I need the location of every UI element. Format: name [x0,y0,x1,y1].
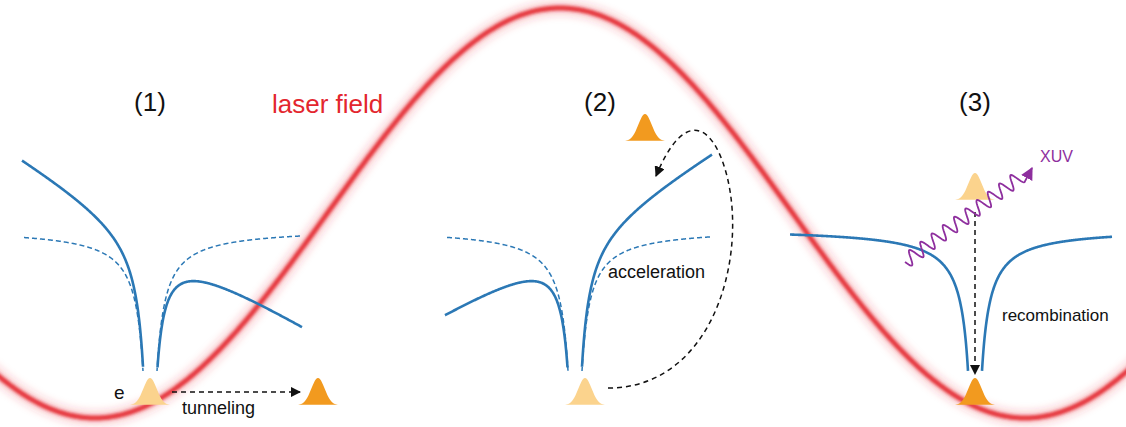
electron-wavepacket [564,378,606,405]
process-label: recombination [1002,306,1109,326]
atomic-potential [982,237,1112,371]
electron-wavepacket [954,173,996,200]
laser-field-halo [0,8,1126,418]
electron-wavepacket [954,378,996,405]
atomic-potential [22,161,143,367]
atomic-potential [158,281,303,367]
atomic-potential [445,281,568,367]
step-number: (3) [959,88,991,118]
process-label: tunneling [182,398,255,419]
electron-wavepacket [624,114,666,141]
laser-field-wave [0,8,1126,418]
electron-wavepacket [297,378,339,405]
acceleration-arrow [608,130,733,388]
electron-wavepacket [129,378,171,405]
atomic-potential [582,155,712,367]
step-number: (1) [134,88,166,118]
atomic-potential [790,235,968,371]
process-label: acceleration [608,262,705,283]
electron-label: e [114,382,125,404]
field-free-potential [157,236,300,371]
return-arrow [974,212,976,374]
laser-field-label: laser field [272,90,383,120]
tunneling-arrow [172,391,300,393]
xuv-photon [905,168,1032,266]
xuv-label: XUV [1040,148,1073,166]
step-number: (2) [584,88,616,118]
